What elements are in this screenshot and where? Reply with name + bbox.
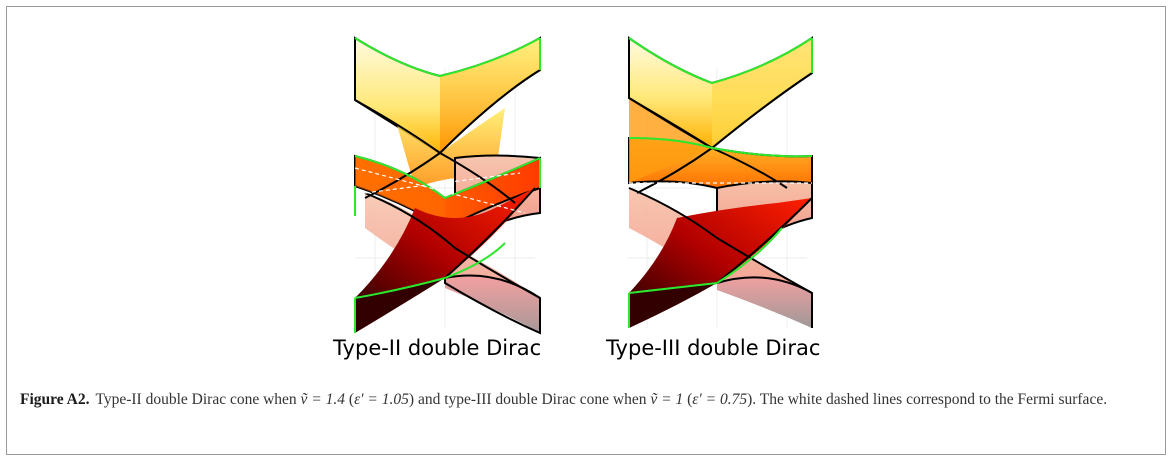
caption-text-5: ). The white dashed lines correspond to … [747, 391, 1108, 408]
figure-caption: Figure A2. Type-II double Dirac cone when… [20, 390, 1140, 410]
caption-text-3: ) and type-III double Dirac cone when [408, 391, 651, 408]
type-iii-cone-plot [617, 28, 817, 340]
type-ii-label: Type-II double Dirac [333, 336, 542, 360]
caption-v1: ṽ = 1.4 [300, 391, 346, 408]
figure-frame [6, 6, 1166, 455]
caption-v2: ṽ = 1 [650, 391, 684, 408]
type-ii-cone-plot [345, 28, 545, 340]
caption-e2: ε′ = 0.75 [692, 391, 748, 408]
caption-e1: ε′ = 1.05 [354, 391, 409, 408]
caption-text-2: ( [345, 391, 355, 408]
type-iii-label: Type-III double Dirac [606, 336, 821, 360]
figure-label: Figure A2. [20, 391, 90, 408]
caption-text-4: ( [683, 391, 693, 408]
caption-text-1: Type-II double Dirac cone when [95, 391, 301, 408]
